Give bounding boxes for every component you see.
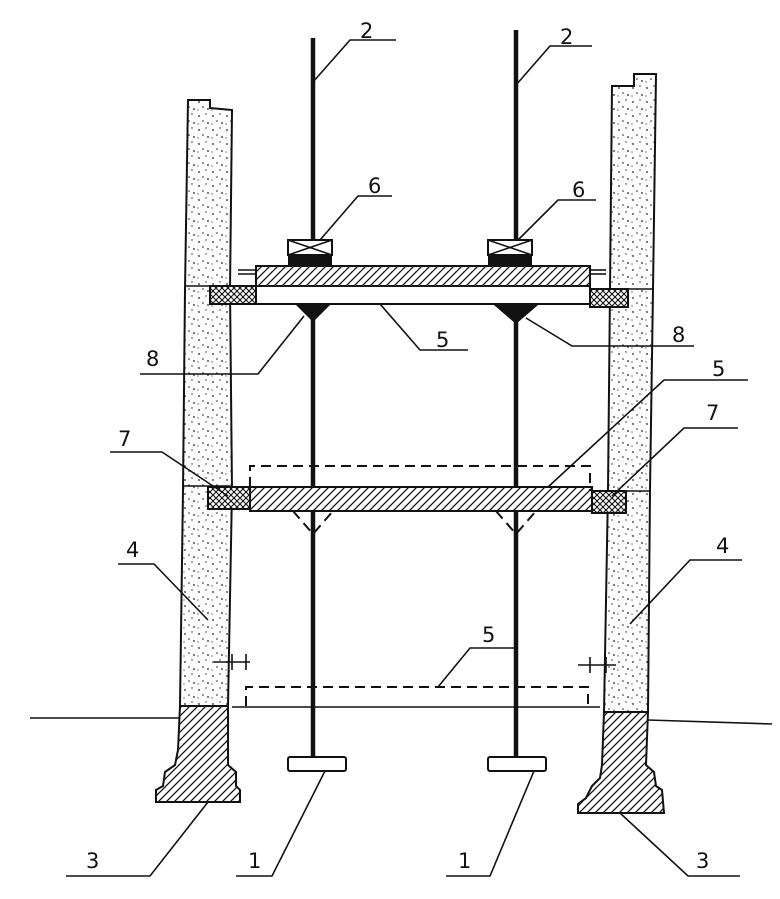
weld-left	[296, 305, 330, 322]
label-slab-top: 5	[436, 328, 449, 352]
label-weld-right: 8	[672, 323, 685, 347]
slab-middle	[249, 486, 593, 512]
label-column-right: 4	[716, 534, 729, 558]
bracket-mid-left	[207, 486, 251, 510]
label-bracket-left: 7	[118, 427, 131, 451]
anchor-plate-right	[487, 756, 547, 772]
top-lifting-beam	[255, 265, 591, 287]
label-anchor-right: 1	[458, 849, 471, 873]
column-left	[178, 99, 234, 707]
footing-right	[577, 711, 666, 814]
slab-bottom-dashed	[245, 686, 589, 706]
slab-top	[255, 285, 591, 305]
label-anchor-left: 1	[248, 849, 261, 873]
column-right	[602, 73, 658, 713]
mid-weld-dashed-right	[495, 510, 537, 536]
footing-left	[155, 705, 241, 803]
label-footing-right: 3	[696, 849, 709, 873]
leader-lines	[66, 39, 748, 877]
label-rod-right: 2	[560, 25, 573, 49]
label-slab-bottom: 5	[482, 623, 495, 647]
mid-weld-dashed-left	[292, 510, 334, 536]
jack-left	[287, 239, 333, 266]
label-weld-left: 8	[146, 347, 159, 371]
label-jack-right: 6	[572, 178, 585, 202]
label-bracket-right: 7	[706, 401, 719, 425]
label-jack-left: 6	[368, 174, 381, 198]
bracket-mid-right	[591, 490, 627, 514]
jack-right	[487, 239, 533, 266]
label-rod-left: 2	[360, 19, 373, 43]
bracket-top-right	[589, 288, 629, 308]
label-footing-left: 3	[86, 849, 99, 873]
clearance-mark-left	[214, 654, 250, 670]
clearance-mark-right	[578, 657, 616, 673]
label-column-left: 4	[126, 538, 139, 562]
anchor-plate-left	[287, 756, 347, 772]
ground-line-right	[647, 719, 773, 725]
bracket-top-left	[209, 285, 257, 305]
weld-right	[494, 305, 538, 324]
label-slab-mid: 5	[712, 357, 725, 381]
slab-middle-dashed-outline	[249, 465, 591, 491]
